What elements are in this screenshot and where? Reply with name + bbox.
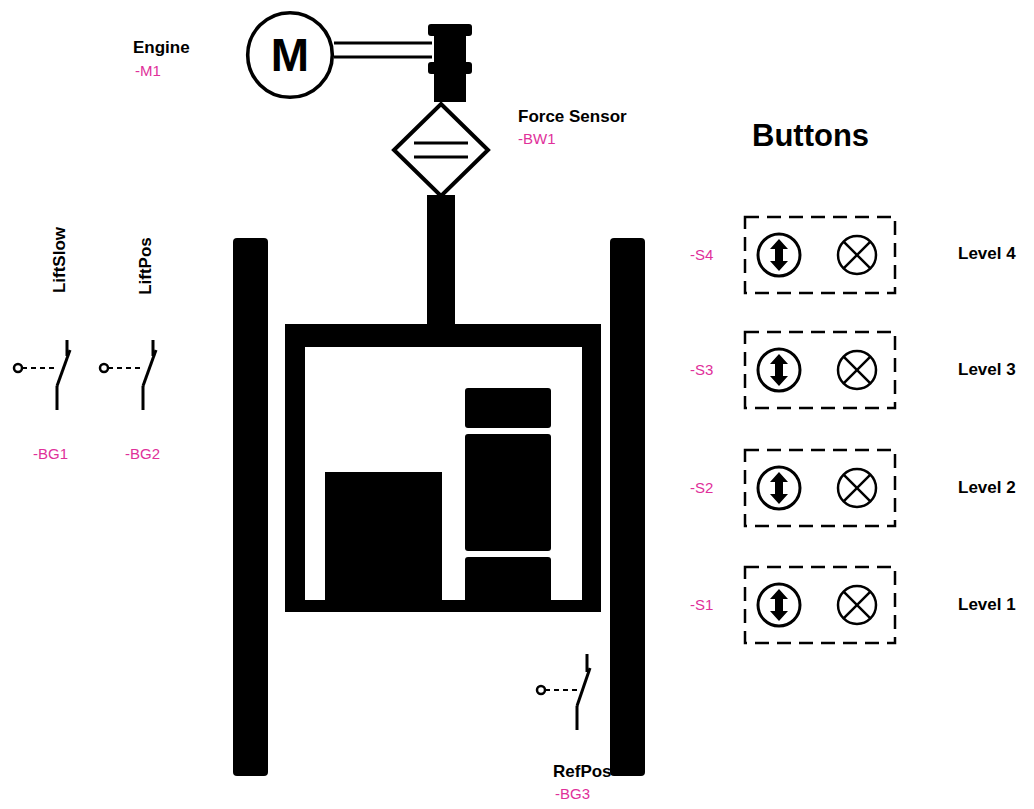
lift-cabin: [465, 388, 551, 428]
limit-switch: [108, 367, 144, 369]
button-lamp-pair: [844, 592, 871, 619]
device-tag: -S4: [690, 246, 713, 263]
button-panel: [745, 217, 895, 643]
device-tag: -BG1: [33, 445, 68, 462]
button-lamp-pair: [844, 242, 871, 269]
button-lamp-pair: [745, 217, 895, 293]
limit-switch: [14, 364, 22, 372]
lift-cabin: [325, 472, 442, 607]
button-lamp-pair: [758, 467, 800, 509]
motor-shaft: [334, 43, 432, 57]
level-name: Level 4: [958, 244, 1016, 264]
level-name: Level 2: [958, 478, 1016, 498]
coupling: [434, 34, 466, 64]
limit-switch: [142, 386, 145, 410]
button-lamp-pair: [745, 332, 895, 408]
button-lamp-pair: [844, 242, 871, 269]
limit-switch: [537, 686, 545, 694]
button-lamp-pair: [758, 234, 800, 276]
limit-switch: [100, 340, 156, 410]
group-heading: Buttons: [752, 118, 869, 154]
button-lamp-pair: [770, 354, 788, 386]
button-lamp-pair: [770, 589, 788, 621]
motor-outline: [248, 13, 333, 98]
button-lamp-pair: [838, 351, 876, 389]
level-name: Level 1: [958, 595, 1016, 615]
button-lamp-pair: [758, 349, 800, 391]
limit-switch: [577, 668, 590, 706]
sensor-name: LiftSlow: [50, 227, 70, 293]
motor-letter: M: [271, 32, 309, 78]
coupling: [428, 24, 472, 102]
button-lamp-pair: [745, 450, 895, 526]
limit-switch: [100, 364, 108, 372]
device-tag: -M1: [135, 62, 161, 79]
device-tag: -BG3: [555, 785, 590, 802]
limit-switch: [545, 689, 578, 691]
button-lamp-pair: [844, 357, 871, 384]
level-name: Level 3: [958, 360, 1016, 380]
motor-circle: M: [245, 10, 335, 100]
limit-switch: [576, 706, 579, 730]
lift-cabin: [465, 557, 551, 607]
limit-switch: [14, 340, 70, 410]
limit-switch: [22, 367, 58, 369]
limit-switch: [56, 386, 59, 410]
button-lamp-pair: [838, 586, 876, 624]
sensor-name: LiftPos: [136, 237, 156, 295]
force-sensor-symbol: [414, 142, 468, 145]
device-tag: -BW1: [518, 130, 556, 147]
guide-rail: [233, 238, 268, 776]
button-lamp-pair: [844, 357, 871, 384]
device-tag: -BG2: [125, 445, 160, 462]
guide-rail: [610, 238, 645, 776]
button-lamp-pair: [745, 217, 895, 293]
button-lamp-pair: [758, 584, 800, 626]
button-lamp-pair: [844, 475, 871, 502]
lift-cabin: [285, 324, 601, 612]
force-sensor-symbol: [394, 104, 488, 196]
button-lamp-pair: [844, 475, 871, 502]
device-tag: -S3: [690, 361, 713, 378]
lift-rod: [427, 195, 455, 330]
sensor-name: RefPos: [553, 762, 612, 782]
limit-switch: [537, 654, 590, 730]
force-sensor-symbol: [394, 104, 488, 196]
motor-shaft: [334, 56, 432, 59]
button-lamp-pair: [838, 236, 876, 274]
button-lamp-pair: [745, 567, 895, 643]
button-lamp-pair: [770, 239, 788, 271]
device-tag: -S1: [690, 596, 713, 613]
button-lamp-pair: [745, 332, 895, 408]
coupling: [434, 72, 466, 102]
device-tag: -S2: [690, 479, 713, 496]
part-name: Force Sensor: [518, 107, 627, 127]
part-name: Engine: [133, 38, 190, 58]
motor-shaft: [334, 42, 432, 45]
lift-cabin: [285, 324, 601, 612]
lift-cabin: [465, 434, 551, 551]
button-lamp-pair: [844, 592, 871, 619]
force-sensor-symbol: [414, 156, 468, 159]
limit-switch: [57, 350, 70, 386]
button-lamp-pair: [745, 450, 895, 526]
button-lamp-pair: [770, 472, 788, 504]
button-lamp-pair: [838, 469, 876, 507]
limit-switch: [143, 350, 156, 386]
button-lamp-pair: [745, 567, 895, 643]
